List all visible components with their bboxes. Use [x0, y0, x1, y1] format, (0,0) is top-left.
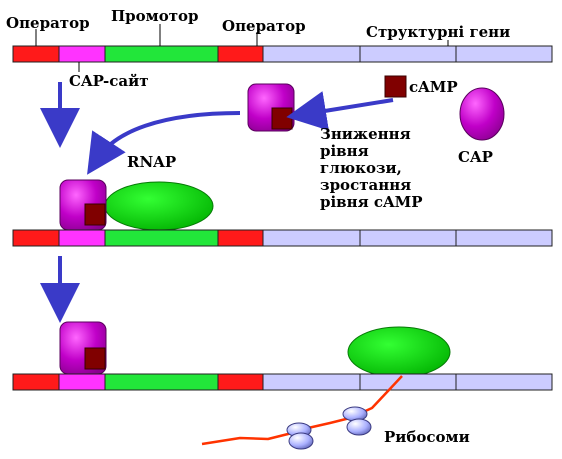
gene-segment	[262, 229, 361, 247]
operator-segment-left	[12, 45, 60, 63]
operator-segment-left	[12, 229, 60, 247]
camp-molecule	[384, 75, 407, 98]
gene-segment	[455, 229, 553, 247]
label-rnap: RNAP	[127, 153, 176, 171]
rnap-enzyme	[104, 181, 214, 231]
cap-site-segment	[58, 45, 106, 63]
gene-segment	[455, 45, 553, 63]
camp-molecule-on-dna	[84, 203, 106, 226]
dna-strand-bottom	[12, 373, 553, 391]
gene-segment	[359, 229, 457, 247]
dna-strand-middle	[12, 229, 553, 247]
cap-site-segment	[58, 373, 106, 391]
arrow-cap-to-dna	[87, 111, 241, 175]
condition-line-1: Зниження	[320, 125, 411, 143]
condition-line-5: рівня cAMP	[320, 193, 423, 211]
label-cap-site: CAP-сайт	[69, 72, 149, 90]
label-cap: CAP	[458, 148, 493, 166]
label-ribosomes: Рибосоми	[384, 428, 470, 446]
ribosome	[342, 406, 372, 436]
gene-segment	[359, 373, 457, 391]
cap-site-segment	[58, 229, 106, 247]
promoter-segment	[104, 229, 219, 247]
condition-line-3: глюкози,	[320, 159, 402, 177]
gene-segment	[262, 45, 361, 63]
operator-segment-left	[12, 373, 60, 391]
ribosome-small-subunit	[342, 406, 368, 422]
arrow-camp-binding	[286, 91, 394, 131]
label-structural-genes: Структурні гени	[366, 23, 510, 41]
condition-line-2: рівня	[320, 142, 369, 160]
label-operator-left: Оператор	[6, 14, 90, 32]
label-operator-right: Оператор	[222, 17, 306, 35]
gene-segment	[262, 373, 361, 391]
cap-protein-free	[459, 87, 505, 141]
camp-molecule-bound	[271, 107, 293, 130]
promoter-segment	[104, 373, 219, 391]
ribosome	[286, 422, 314, 450]
label-camp: cAMP	[409, 78, 458, 96]
condition-line-4: зростання	[320, 176, 411, 194]
dna-strand-top	[12, 45, 553, 63]
ribosome-large-subunit	[288, 432, 314, 450]
promoter-segment	[104, 45, 219, 63]
operator-segment-right	[217, 45, 264, 63]
label-promoter: Промотор	[111, 7, 198, 25]
mrna-strand	[201, 375, 403, 446]
ribosome-large-subunit	[346, 418, 372, 436]
operator-segment-right	[217, 373, 264, 391]
gene-segment	[455, 373, 553, 391]
camp-molecule-on-dna	[84, 347, 106, 370]
rnap-transcribing	[347, 326, 451, 378]
gene-segment	[359, 45, 457, 63]
operator-segment-right	[217, 229, 264, 247]
